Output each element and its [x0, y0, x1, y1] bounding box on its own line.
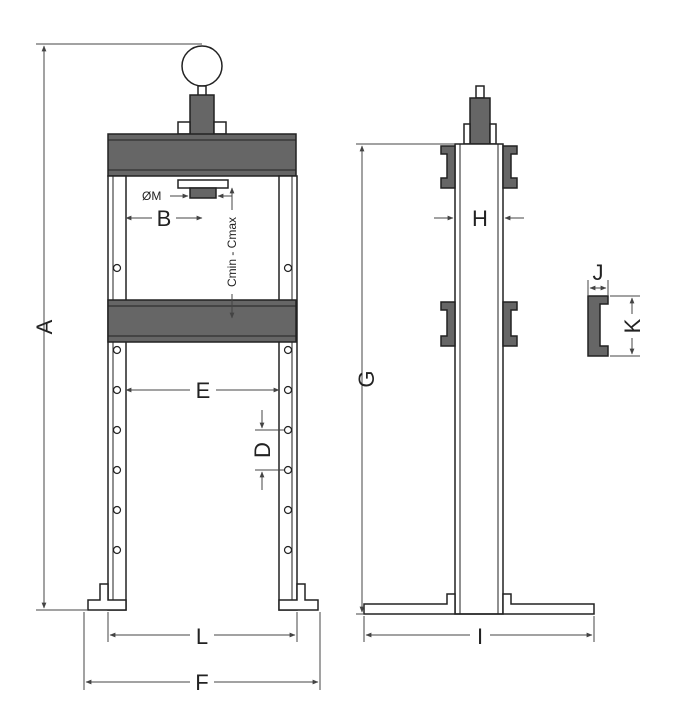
pressure-gauge-icon [181, 45, 223, 87]
side-base [363, 593, 595, 615]
label-D: D [250, 442, 275, 458]
label-H: H [472, 206, 488, 231]
label-A: A [32, 319, 57, 334]
top-beam [107, 133, 297, 177]
front-view: A ØM B Cmin - Cmax E D L F [32, 43, 321, 695]
label-G: G [354, 370, 379, 387]
side-lower-bracket-left [440, 301, 456, 347]
bracket-detail: J K [587, 260, 645, 357]
ram-plate [177, 179, 229, 189]
label-F: F [195, 670, 208, 695]
side-cylinder-stem [475, 85, 485, 99]
side-column [454, 143, 504, 615]
side-upper-bracket-left [440, 145, 456, 189]
cylinder-body [189, 94, 215, 136]
label-J: J [593, 260, 604, 285]
bracket-profile [587, 295, 609, 357]
label-K: K [620, 318, 645, 333]
cylinder-collar-left [177, 121, 191, 135]
label-B: B [157, 206, 172, 231]
side-upper-bracket-right [502, 145, 518, 189]
label-M: ØM [142, 189, 161, 203]
label-L: L [196, 624, 208, 649]
ram-piston [189, 187, 217, 199]
cylinder-collar-right [213, 121, 227, 135]
bed-beam [107, 299, 297, 343]
label-C: Cmin - Cmax [225, 217, 239, 287]
label-E: E [196, 378, 211, 403]
label-I: I [477, 624, 483, 649]
right-foot [278, 583, 319, 611]
side-cylinder-body [469, 97, 491, 145]
post-holes [112, 263, 293, 555]
side-view: G H I [354, 85, 595, 649]
side-lower-bracket-right [502, 301, 518, 347]
